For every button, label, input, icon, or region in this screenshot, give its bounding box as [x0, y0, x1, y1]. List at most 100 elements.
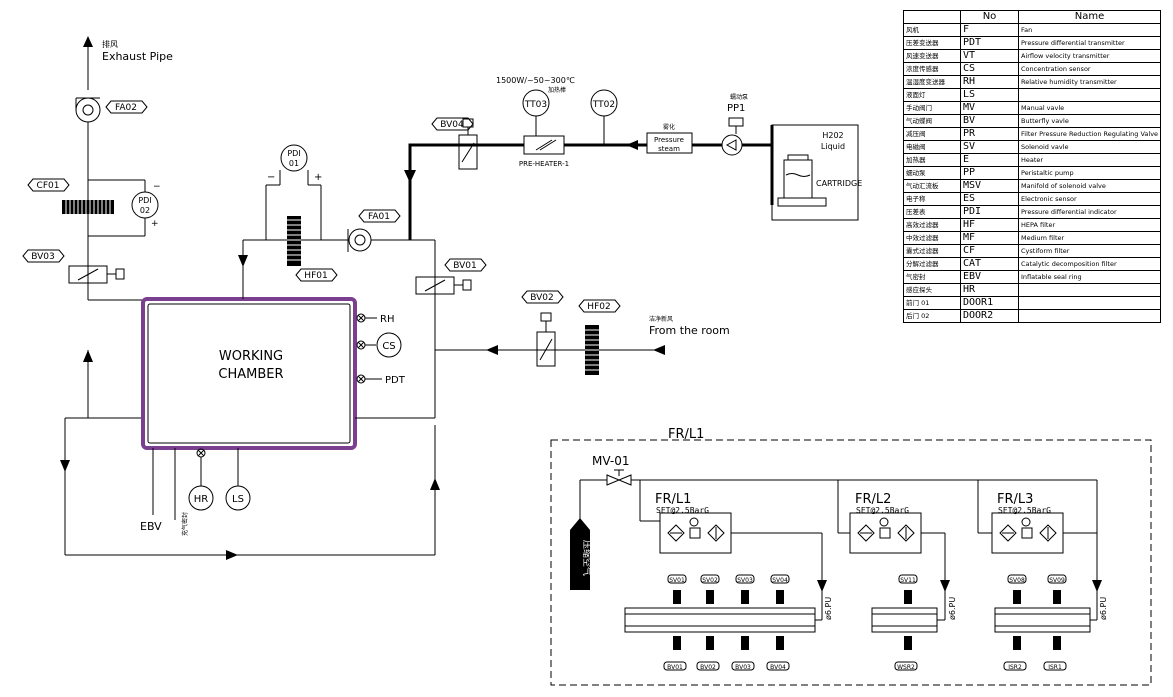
valve-bv01-out: BV01 [667, 664, 683, 671]
legend-code: RH [960, 75, 1019, 89]
legend-code: F [960, 23, 1019, 37]
cs-label: CS [382, 341, 395, 352]
legend-cn: 浓度传感器 [903, 62, 961, 76]
legend-name: Solenoid vavle [1017, 140, 1162, 154]
tag-tt02: TT02 [592, 100, 615, 110]
legend-cn: 后门 02 [903, 309, 961, 323]
frl3-title: FR/L3 [997, 492, 1033, 507]
legend-code: PDT [960, 36, 1019, 50]
legend-name: Airflow velocity transmitter [1017, 49, 1162, 63]
legend-name: Pressure differential transmitter [1017, 36, 1162, 50]
pdt-sensor-icon [356, 374, 366, 384]
tag-cf01: CF01 [37, 181, 60, 191]
manual-valve-icon [606, 474, 632, 486]
rh-sensor-icon [356, 313, 366, 323]
valve-sv02: SV02 [702, 577, 718, 584]
pdi-02-top: PDI [138, 196, 151, 205]
legend-code: E [960, 153, 1019, 167]
pdi-01-bottom: 01 [289, 159, 299, 168]
manifold-2-valves: SV11 WSR2 [894, 574, 918, 671]
frl2-title: FR/L2 [855, 492, 891, 507]
legend-code: CS [960, 62, 1019, 76]
legend-code: PDI [960, 205, 1019, 219]
valve-sv08: SV08 [1009, 577, 1025, 584]
steam-cn: 雾化 [663, 123, 675, 131]
rh-label: RH [380, 314, 394, 325]
legend-name: Concentration sensor [1017, 62, 1162, 76]
legend-code: LS [960, 88, 1019, 102]
legend-name [1017, 296, 1162, 310]
liquid-label-2: Liquid [821, 142, 845, 151]
mv-label: MV-01 [592, 454, 629, 468]
air-source-label: 压缩空气 [581, 540, 593, 576]
valve-sv04: SV04 [772, 577, 788, 584]
fan-fa02-icon [75, 97, 101, 123]
svg-text:+: + [151, 219, 159, 229]
legend-name: Fan [1017, 23, 1162, 37]
legend-name: Medium filter [1017, 231, 1162, 245]
working-chamber: WORKING CHAMBER RH CS PDT EBV 充气密封 [140, 297, 406, 536]
tag-hf02: HF02 [587, 302, 610, 312]
legend-cn: 中效过滤器 [903, 231, 961, 245]
legend-header-name: Name [1017, 10, 1162, 24]
legend-cn: 风速变送器 [903, 49, 961, 63]
pdi-01-top: PDI [287, 149, 300, 158]
legend-code: HR [960, 283, 1019, 297]
legend-code: CAT [960, 257, 1019, 271]
valve-bv02-out: BV02 [700, 664, 716, 671]
pneumatic-frame-label: FR/L1 [668, 427, 704, 442]
legend-name: Butterfly vavle [1017, 114, 1162, 128]
legend-code: VT [960, 49, 1019, 63]
legend-cn: 压差表 [903, 205, 961, 219]
steam-label-2: steam [658, 145, 680, 153]
hr-sensor-icon [196, 448, 206, 458]
legend-code: MSV [960, 179, 1019, 193]
cs-sensor-icon [356, 340, 366, 350]
pdi-02-bottom: 02 [140, 206, 150, 215]
legend-header-no: No [960, 10, 1019, 24]
legend-name: Peristaltic pump [1017, 166, 1162, 180]
legend-name: Manual vavle [1017, 101, 1162, 115]
tag-fa01: FA01 [368, 212, 390, 222]
legend-cn: 高效过滤器 [903, 218, 961, 232]
valve-isr1: ISR1 [1048, 664, 1062, 671]
valve-bv04-out: BV04 [770, 664, 786, 671]
valve-sv11: SV11 [900, 577, 916, 584]
fan-fa01-icon [347, 228, 372, 252]
exhaust-label: Exhaust Pipe [102, 50, 173, 63]
tag-bv03: BV03 [31, 252, 55, 262]
legend-code: BV [960, 114, 1019, 128]
legend-header-blank [903, 10, 961, 24]
legend-cn: 气动汇流板 [903, 179, 961, 193]
legend-cn: 分解过滤器 [903, 257, 961, 271]
butterfly-valve-bv01-icon [415, 276, 472, 295]
legend-cn: 温湿度变送器 [903, 75, 961, 89]
ls-label: LS [232, 494, 244, 505]
room-cn: 洁净新风 [649, 315, 673, 323]
hr-label: HR [194, 494, 209, 505]
tag-bv01: BV01 [453, 261, 477, 271]
pdi-02-gauge [131, 191, 159, 219]
legend-name: Catalytic decomposition filter [1017, 257, 1162, 271]
svg-text:+: + [314, 172, 322, 183]
tag-bv02: BV02 [530, 293, 554, 303]
frl2-unit-icon [857, 517, 915, 542]
legend-cn: 前门 01 [903, 296, 961, 310]
valve-isr2: ISR2 [1008, 664, 1022, 671]
exhaust-section: 排风 Exhaust Pipe FA02 CF01 PDI 02 − + [22, 36, 440, 560]
legend-cn: 减压阀 [903, 127, 961, 141]
butterfly-valve-bv04-icon [458, 118, 478, 170]
